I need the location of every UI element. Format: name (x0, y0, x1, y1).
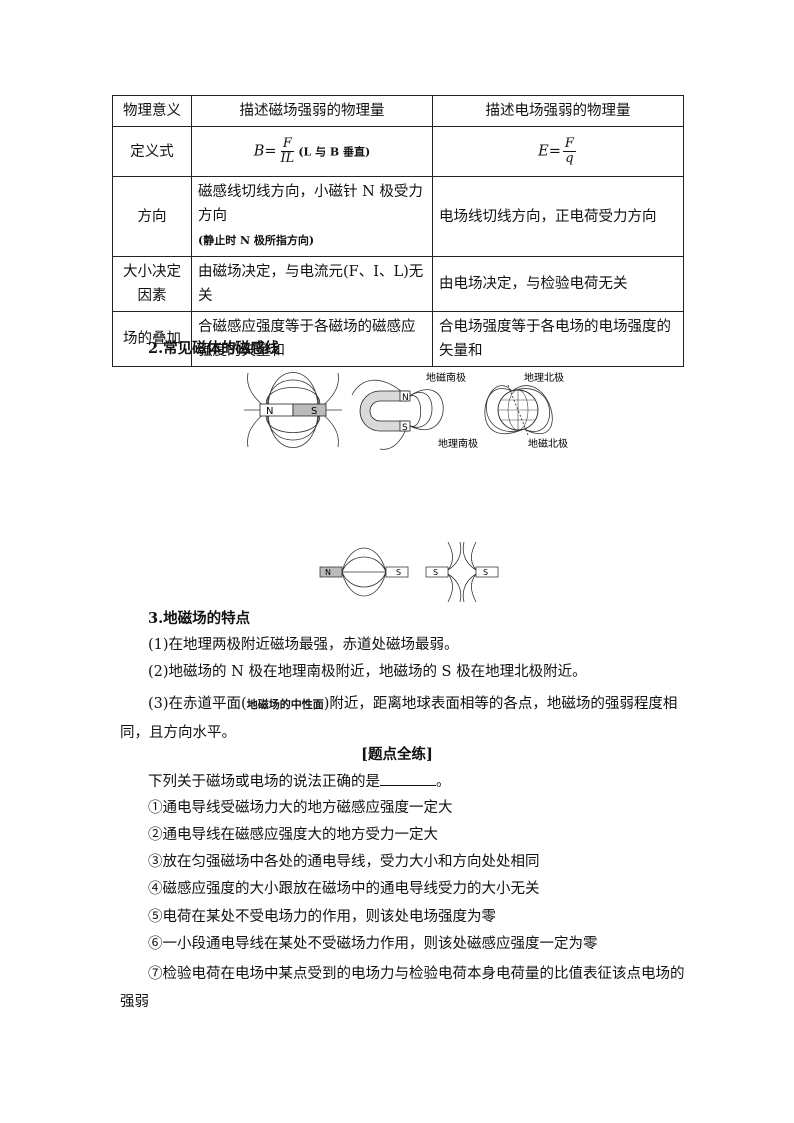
row-label: 大小决定因素 (112, 256, 192, 312)
magnetic-factor: 由磁场决定，与电流元(F、I、L)无关 (191, 256, 433, 312)
fraction-denominator: IL (280, 151, 295, 166)
formula-lhs: E= (538, 143, 561, 160)
electric-superposition: 合电场强度等于各电场的电场强度的矢量和 (432, 311, 684, 367)
table-header-cell: 描述电场强弱的物理量 (432, 95, 684, 127)
fraction-numerator: F (562, 136, 576, 152)
formula-lhs: B= (253, 143, 277, 160)
repelling-magnets: S S (425, 541, 499, 603)
attracting-magnets: N S (319, 547, 409, 597)
pole-s-label: S (311, 406, 317, 417)
electric-direction: 电场线切线方向，正电荷受力方向 (432, 176, 684, 257)
option-item: ⑦检验电荷在电场中某点受到的电场力与检验电荷本身电荷量的比值表征该点电场的强弱 (120, 966, 685, 1010)
electric-factor: 由电场决定，与检验电荷无关 (432, 256, 684, 312)
pole-s-label: S (396, 568, 401, 577)
earth-label-geo-south: 地理南极 (438, 437, 478, 450)
magnetic-field-figure-bottom: N S S S (319, 541, 499, 603)
fraction-denominator: q (565, 151, 574, 166)
answer-blank (380, 771, 436, 786)
table-row-direction: 方向 磁感线切线方向，小磁针 N 极受力方向 (静止时 N 极所指方向) 电场线… (112, 176, 684, 257)
table-header-cell: 描述磁场强弱的物理量 (191, 95, 433, 127)
formula-note: (L 与 B 垂直) (298, 145, 371, 159)
earth-label-geo-south-mag: 地磁南极 (426, 371, 466, 384)
cell-note: (静止时 N 极所指方向) (198, 234, 315, 247)
option-item: ①通电导线受磁场力大的地方磁感应强度一定大 (148, 800, 453, 816)
table-header-row: 物理意义 描述磁场强弱的物理量 描述电场强弱的物理量 (112, 95, 684, 127)
section-3-title: 3.地磁场的特点 (148, 610, 251, 627)
question-end: 。 (436, 774, 451, 790)
option-item: ③放在匀强磁场中各处的通电导线，受力大小和方向处处相同 (148, 854, 540, 870)
magnetic-superposition: 合磁感应强度等于各磁场的磁感应强度的矢量和 (191, 311, 433, 367)
earth-label-mag-north: 地磁北极 (528, 437, 568, 450)
earth-label-geo-north: 地理北极 (524, 371, 564, 384)
cell-text: 磁感线切线方向，小磁针 N 极受力方向 (198, 184, 423, 224)
row-label: 方向 (112, 176, 192, 257)
row-label: 定义式 (112, 126, 192, 177)
pole-s-label: S (402, 423, 408, 433)
section-2-title: 2.常见磁体的磁感线 (148, 340, 280, 357)
practice-question: 下列关于磁场或电场的说法正确的是 。 (148, 771, 451, 792)
pole-n-label: N (266, 406, 273, 417)
point-3-text: )附近，距离地球表面相等的各点，地磁场的强弱程度相同，且方向水平。 (120, 696, 678, 741)
table-row-factor: 大小决定因素 由磁场决定，与电流元(F、I、L)无关 由电场决定，与检验电荷无关 (112, 256, 684, 312)
point-3-text: (3)在赤道平面( (148, 696, 247, 712)
magnetic-direction: 磁感线切线方向，小磁针 N 极受力方向 (静止时 N 极所指方向) (191, 176, 433, 257)
u-magnet: N S (351, 379, 444, 450)
question-text: 下列关于磁场或电场的说法正确的是 (148, 774, 380, 790)
section-3-point-3: (3)在赤道平面(地磁场的中性面)附近，距离地球表面相等的各点，地磁场的强弱程度… (120, 690, 686, 747)
section-3-point-2: (2)地磁场的 N 极在地理南极附近，地磁场的 S 极在地理北极附近。 (148, 664, 587, 680)
table-row-superposition: 场的叠加 合磁感应强度等于各磁场的磁感应强度的矢量和 合电场强度等于各电场的电场… (112, 311, 684, 367)
magnetic-field-figure-top: N S N S (244, 371, 568, 450)
option-item: ⑤电荷在某处不受电场力的作用，则该处电场强度为零 (148, 909, 496, 925)
point-3-note: 地磁场的中性面 (246, 698, 324, 711)
option-item: ④磁感应强度的大小跟放在磁场中的通电导线受力的大小无关 (148, 881, 540, 897)
pole-n-label: N (402, 393, 409, 403)
table-header-cell: 物理意义 (112, 95, 192, 127)
pole-s-label: S (433, 568, 438, 577)
fraction-numerator: F (280, 136, 294, 152)
option-item: ②通电导线在磁感应强度大的地方受力一定大 (148, 827, 438, 843)
option-item: ⑥一小段通电导线在某处不受磁场力作用，则该处磁感应强度一定为零 (148, 936, 598, 952)
earth-globe: 地磁南极 地理北极 地理南极 地磁北极 (426, 371, 568, 450)
bar-magnet: N S (259, 403, 327, 417)
row-label: 场的叠加 (112, 311, 192, 367)
section-3-point-1: (1)在地理两极附近磁场最强，赤道处磁场最弱。 (148, 637, 459, 653)
pole-n-label: N (325, 568, 331, 577)
pole-s-label: S (483, 568, 488, 577)
practice-heading: [题点全练] (361, 746, 433, 763)
